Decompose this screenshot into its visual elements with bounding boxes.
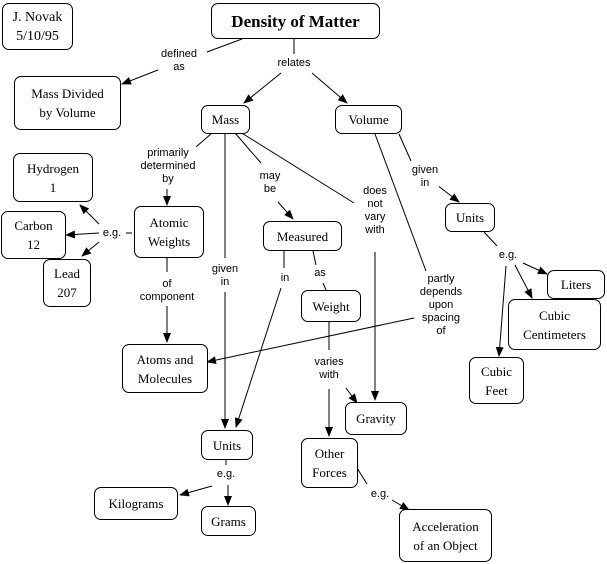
- link-label-as: as: [313, 267, 327, 280]
- link-line: [391, 499, 410, 511]
- link-label-given-in-volume: given in: [410, 164, 440, 190]
- link-label-does-not-vary-with: does not vary with: [362, 185, 388, 237]
- lead-node: Lead 207: [43, 259, 91, 307]
- link-line: [206, 38, 243, 53]
- link-line: [79, 204, 100, 225]
- carbon-node: Carbon 12: [1, 211, 66, 259]
- cubic-centimeters-node: Cubic Centimeters: [508, 299, 601, 350]
- measured-node: Measured: [263, 221, 342, 251]
- link-label-relates: relates: [276, 57, 312, 70]
- acceleration-of-an-object-node: Acceleration of an Object: [399, 509, 492, 562]
- link-label-eg-atomic: e.g.: [101, 227, 123, 240]
- link-line: [65, 230, 100, 239]
- link-line: [312, 250, 317, 266]
- link-line: [514, 264, 533, 299]
- link-line: [81, 241, 100, 257]
- hydrogen-node: Hydrogen 1: [13, 153, 93, 202]
- link-line: [495, 265, 507, 357]
- link-line: [243, 72, 282, 104]
- link-line: [322, 282, 327, 291]
- link-label-varies-with: varies with: [313, 356, 345, 382]
- volume-node: Volume: [335, 105, 402, 134]
- link-line: [234, 132, 262, 164]
- link-line: [239, 131, 355, 204]
- mass-divided-by-volume-node: Mass Divided by Volume: [14, 76, 121, 130]
- link-line: [195, 132, 213, 148]
- mass-node: Mass: [201, 105, 250, 134]
- link-line: [522, 262, 548, 275]
- author-date-node: J. Novak 5/10/95: [2, 3, 73, 50]
- gravity-node: Gravity: [345, 402, 407, 435]
- link-line: [121, 69, 159, 85]
- weight-node: Weight: [301, 290, 361, 322]
- link-label-in: in: [279, 272, 291, 285]
- link-label-given-in-mass: given in: [210, 263, 240, 289]
- link-line: [234, 287, 282, 428]
- link-line: [179, 485, 213, 497]
- link-label-partly-depends-upon-spacing-of: partly depends upon spacing of: [418, 273, 464, 338]
- link-line: [436, 184, 460, 203]
- grams-node: Grams: [201, 506, 256, 536]
- link-label-of-component: of component: [138, 278, 196, 304]
- link-label-eg-units-volume: e.g.: [497, 249, 519, 262]
- units-volume-node: Units: [445, 203, 495, 232]
- link-line: [311, 72, 348, 104]
- link-line: [345, 387, 358, 404]
- density-of-matter-node: Density of Matter: [211, 3, 380, 39]
- liters-node: Liters: [547, 270, 605, 299]
- link-line: [483, 231, 498, 247]
- kilograms-node: Kilograms: [94, 487, 178, 520]
- atoms-and-molecules-node: Atoms and Molecules: [122, 344, 208, 393]
- link-line: [356, 467, 368, 485]
- atomic-weights-node: Atomic Weights: [134, 206, 204, 258]
- link-label-primarily-determined-by: primarily determined by: [139, 147, 197, 186]
- link-line: [398, 133, 412, 162]
- link-label-may-be: may be: [258, 170, 282, 196]
- link-line: [374, 133, 427, 272]
- other-forces-node: Other Forces: [301, 438, 358, 488]
- link-line: [277, 201, 294, 220]
- link-line: [206, 317, 415, 365]
- units-mass-node: Units: [201, 430, 253, 460]
- link-label-eg-other-forces: e.g.: [369, 488, 391, 501]
- cubic-feet-node: Cubic Feet: [469, 357, 524, 404]
- link-label-eg-units-mass: e.g.: [215, 468, 237, 481]
- link-label-defined-as: defined as: [159, 48, 199, 74]
